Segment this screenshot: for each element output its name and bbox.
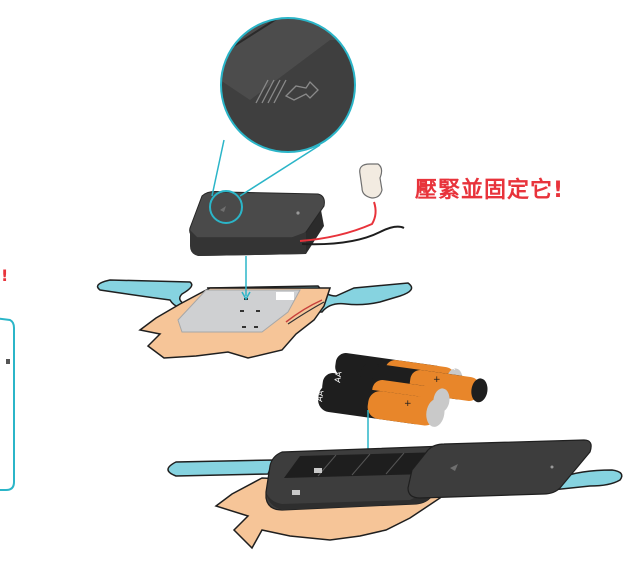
left-partial-panel [0,317,15,491]
battery-box-open [265,439,592,511]
highlight-circle [209,190,243,224]
black-wire [301,225,405,246]
battery-label: AA [448,357,459,370]
battery-plus: + [374,363,382,373]
down-arrow-1 [241,256,251,301]
aa-batteries [318,353,488,427]
switch-plug [359,163,383,199]
battery-label: AA [315,389,326,402]
magnifier-callout [220,17,356,153]
mounting-plate [177,289,301,333]
battery-label: AA [333,370,344,383]
lower-blue-tab-left [167,459,276,477]
callout-line-left [211,139,225,197]
battery-box-lid [407,439,592,499]
callout-line-right [239,144,321,197]
upper-base [96,279,413,359]
red-wire [299,201,377,242]
battery-box-closed [189,163,405,256]
callout-text: 壓緊並固定它! [415,178,565,203]
edge-mark: ! [1,266,9,285]
battery-plus: + [404,399,412,409]
battery-plus: + [433,375,441,385]
slide-arrow-icon [255,79,319,104]
